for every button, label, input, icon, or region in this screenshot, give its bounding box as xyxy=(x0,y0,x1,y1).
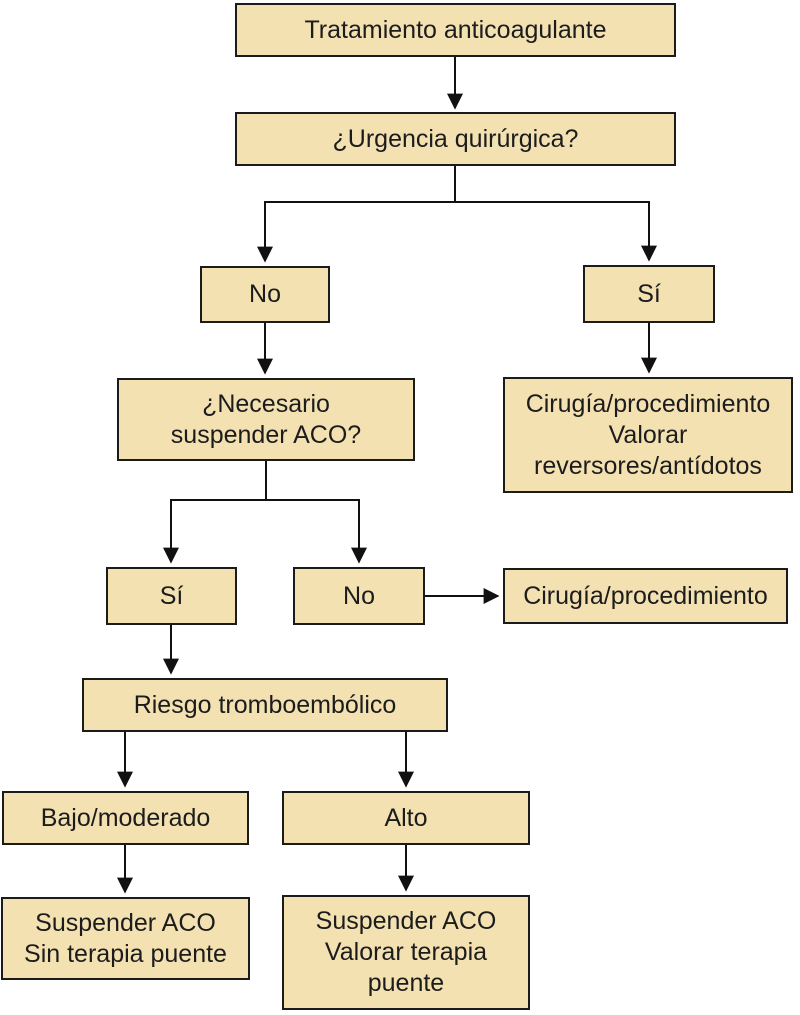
node-riesgo-alto: Alto xyxy=(282,791,530,845)
node-riesgo-bajo-moderado: Bajo/moderado xyxy=(2,791,249,845)
node-tratamiento-anticoagulante: Tratamiento anticoagulante xyxy=(235,3,676,57)
node-suspender-aco-valorar-puente: Suspender ACO Valorar terapia puente xyxy=(282,895,530,1010)
node-necesario-no: No xyxy=(293,567,425,625)
node-urgencia-no: No xyxy=(200,266,330,323)
node-necesario-suspender-aco: ¿Necesario suspender ACO? xyxy=(117,378,415,461)
node-urgencia-si: Sí xyxy=(583,265,715,323)
node-cirugia-valorar-reversores: Cirugía/procedimiento Valorar reversores… xyxy=(503,377,793,493)
edge-necesario-no-arrow xyxy=(266,499,367,564)
node-cirugia-procedimiento: Cirugía/procedimiento xyxy=(503,568,788,624)
node-necesario-si: Sí xyxy=(106,567,237,625)
edge-urgencia-si-arrow xyxy=(455,201,657,262)
edge-urgencia-no-arrow xyxy=(257,166,456,263)
edge-necesario-si-arrow xyxy=(163,461,267,564)
node-riesgo-tromboembolico: Riesgo tromboembólico xyxy=(82,678,448,732)
node-suspender-aco-sin-puente: Suspender ACO Sin terapia puente xyxy=(1,897,250,980)
node-urgencia-quirurgica: ¿Urgencia quirúrgica? xyxy=(235,112,676,166)
